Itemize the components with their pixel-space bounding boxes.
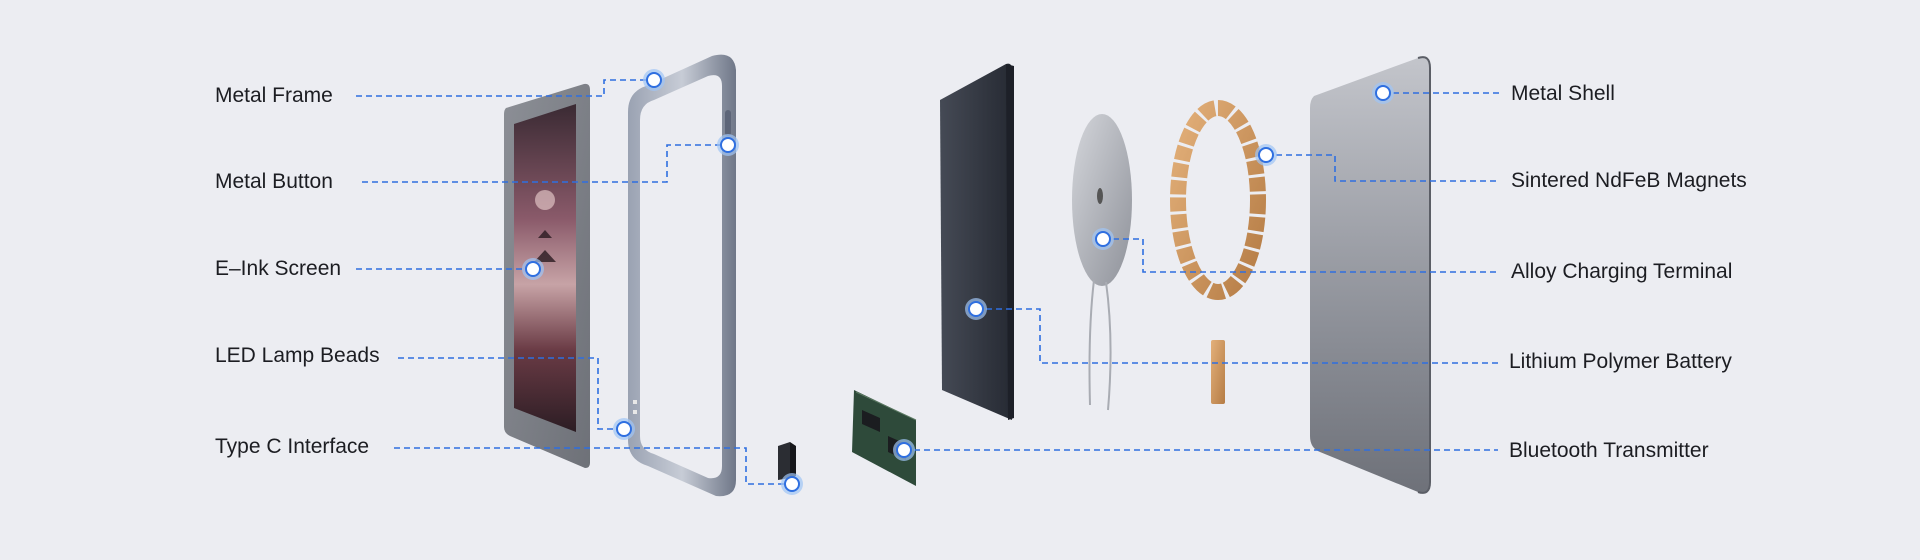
marker-type-c[interactable] (781, 473, 803, 495)
eink-screen-part (504, 83, 590, 468)
markers (522, 69, 1394, 495)
magnet-ring-part (1170, 100, 1266, 404)
leader-lines (356, 79, 1500, 485)
leader-led-lamp-beads (398, 357, 624, 430)
label-metal-shell: Metal Shell (1511, 82, 1615, 105)
label-led-lamp-beads: LED Lamp Beads (215, 344, 380, 367)
marker-eink-screen[interactable] (522, 258, 544, 280)
label-battery: Lithium Polymer Battery (1509, 350, 1732, 373)
bluetooth-pcb-part (852, 390, 917, 486)
battery-part (940, 63, 1014, 420)
label-bluetooth: Bluetooth Transmitter (1509, 439, 1709, 462)
leader-battery (976, 308, 1498, 364)
leader-metal-frame (356, 79, 654, 97)
label-magnets: Sintered NdFeB Magnets (1511, 169, 1747, 192)
metal-button-part (725, 110, 731, 136)
marker-metal-shell[interactable] (1372, 82, 1394, 104)
leader-charging-terminal (1103, 238, 1500, 273)
marker-metal-button[interactable] (717, 134, 739, 156)
marker-metal-frame[interactable] (643, 69, 665, 91)
label-metal-frame: Metal Frame (215, 84, 333, 107)
label-type-c-interface: Type C Interface (215, 435, 370, 458)
metal-frame-part (628, 54, 736, 497)
marker-bluetooth[interactable] (893, 439, 915, 461)
marker-charging-terminal[interactable] (1092, 228, 1114, 250)
label-eink-screen: E–Ink Screen (215, 257, 342, 280)
label-metal-button: Metal Button (215, 170, 333, 193)
label-charging-terminal: Alloy Charging Terminal (1511, 260, 1733, 283)
leader-type-c (394, 447, 792, 485)
leader-metal-button (362, 144, 728, 183)
leader-magnets (1266, 154, 1500, 182)
charging-disc-part (1072, 114, 1132, 411)
metal-shell-part (1310, 56, 1431, 494)
marker-led-lamp-beads[interactable] (613, 418, 635, 440)
marker-battery[interactable] (965, 298, 987, 320)
marker-magnets[interactable] (1255, 144, 1277, 166)
type-c-part (778, 442, 796, 480)
